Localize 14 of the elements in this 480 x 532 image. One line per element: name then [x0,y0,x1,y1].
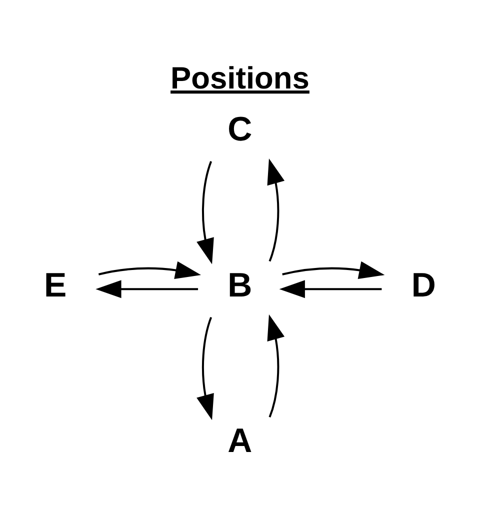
arrow [279,280,382,298]
node-text: B [228,266,252,304]
arrow [267,314,285,418]
node-text: D [411,266,436,304]
diagram-title: Positions [170,60,310,96]
arrow [267,158,285,262]
node-text: E [44,266,67,304]
arrow [196,316,214,420]
node-text: A [228,422,252,460]
arrow [196,161,214,264]
arrow [98,261,202,279]
arrow [282,261,385,279]
node-text: C [228,110,252,148]
arrow [96,280,198,298]
